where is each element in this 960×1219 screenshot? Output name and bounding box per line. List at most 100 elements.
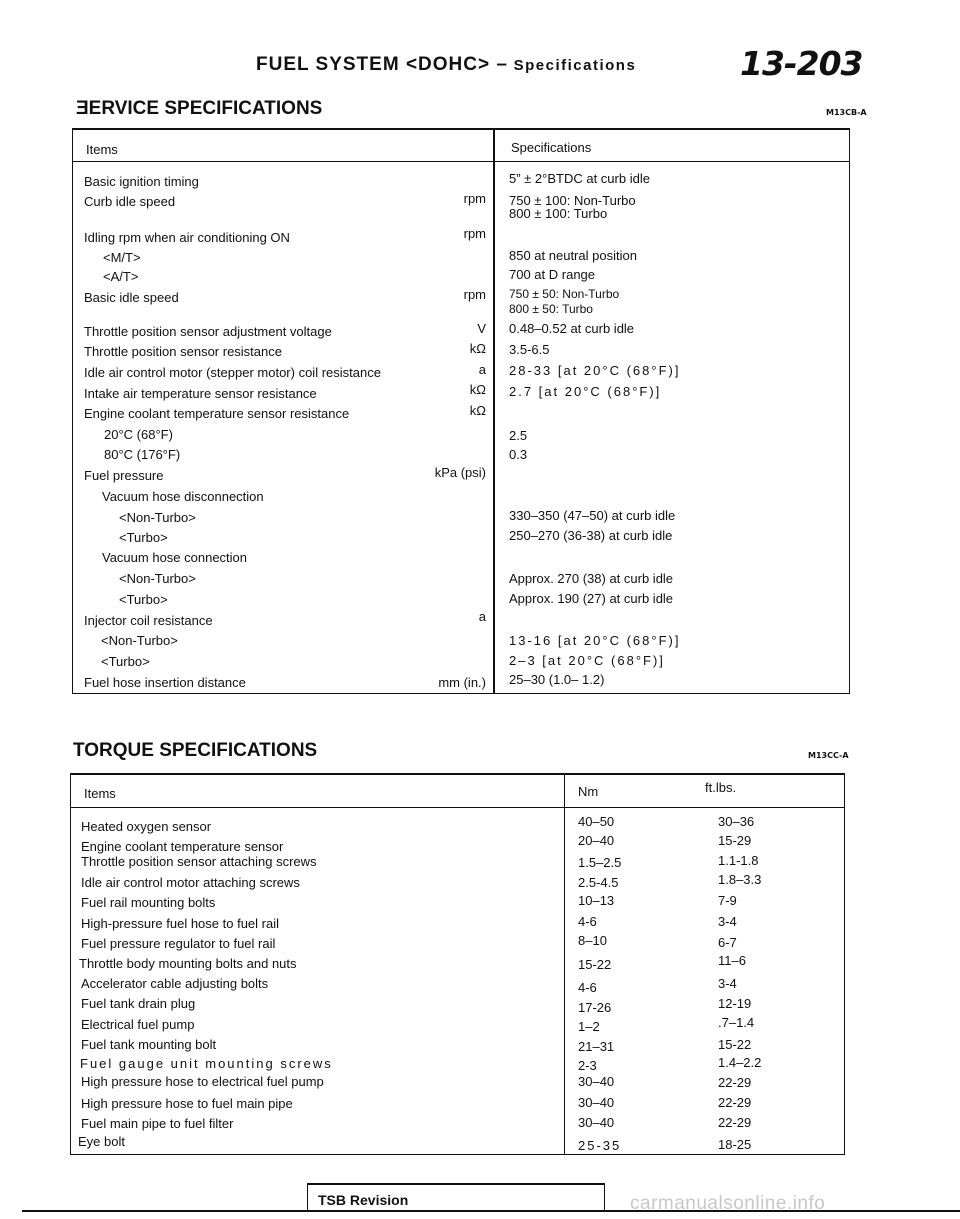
service-spec: 800 ± 100: Turbo [509, 206, 608, 221]
torque-item: Engine coolant temperature sensor [81, 839, 284, 854]
torque-nm: 15-22 [578, 957, 612, 972]
torque-col-items: Items [84, 786, 116, 801]
service-spec: 28-33 [at 20°C (68°F)] [509, 363, 681, 378]
service-item: Injector coil resistance [84, 613, 213, 628]
footer-rule [22, 1210, 960, 1212]
torque-ftlbs: 22-29 [718, 1115, 752, 1130]
service-item: <M/T> [103, 250, 141, 265]
service-spec: 13-16 [at 20°C (68°F)] [509, 633, 681, 648]
service-item: Basic idle speed [84, 290, 179, 305]
service-item: Throttle position sensor adjustment volt… [84, 324, 332, 339]
service-unit: rpm [463, 226, 486, 241]
torque-col-ftlbs: ft.lbs. [705, 780, 737, 795]
torque-table-header-rule [70, 807, 845, 808]
torque-nm: 2.5-4.5 [578, 875, 619, 890]
service-spec: 2.5 [509, 428, 528, 443]
torque-item: Fuel pressure regulator to fuel rail [81, 936, 276, 951]
service-item: Idle air control motor (stepper motor) c… [84, 365, 381, 380]
service-spec: 850 at neutral position [509, 248, 637, 263]
service-spec: 3.5-6.5 [509, 342, 550, 357]
torque-item: Throttle position sensor attaching screw… [81, 854, 317, 869]
service-spec: 700 at D range [509, 267, 596, 282]
torque-nm: 20–40 [578, 833, 615, 848]
service-item: Intake air temperature sensor resistance [84, 386, 317, 401]
torque-nm: 2-3 [578, 1058, 597, 1073]
torque-nm: 30–40 [578, 1074, 615, 1089]
service-item: Vacuum hose disconnection [102, 489, 264, 504]
torque-item: Fuel gauge unit mounting screws [80, 1056, 333, 1071]
torque-nm: 8–10 [578, 933, 607, 948]
service-col-items: Items [86, 142, 118, 157]
service-unit: V [477, 321, 486, 336]
torque-nm: 30–40 [578, 1095, 615, 1110]
service-spec: 25–30 (1.0– 1.2) [509, 672, 605, 687]
service-item: <Non-Turbo> [119, 571, 196, 586]
service-item: Engine coolant temperature sensor resist… [84, 406, 350, 421]
service-item: Basic ignition timing [84, 174, 199, 189]
service-item: <Turbo> [101, 654, 150, 669]
service-item: <A/T> [103, 269, 139, 284]
service-table-bottom-rule [72, 693, 850, 694]
torque-item: Fuel main pipe to fuel filter [81, 1116, 234, 1131]
torque-specs-code: M13CC-A [808, 751, 849, 760]
torque-nm: 1.5–2.5 [578, 855, 622, 870]
torque-ftlbs: 1.8–3.3 [718, 872, 762, 887]
torque-ftlbs: .7–1.4 [718, 1015, 755, 1030]
service-spec: 330–350 (47–50) at curb idle [509, 508, 676, 523]
service-item: Fuel hose insertion distance [84, 675, 246, 690]
torque-table-right-rule [844, 773, 845, 1155]
title-dash: – [496, 54, 508, 75]
service-spec: 250–270 (36-38) at curb idle [509, 528, 673, 543]
torque-item: High pressure hose to fuel main pipe [81, 1096, 293, 1111]
torque-ftlbs: 15-29 [718, 833, 752, 848]
torque-ftlbs: 6-7 [718, 935, 737, 950]
service-table-header-rule [72, 161, 850, 162]
service-unit: rpm [463, 287, 486, 302]
torque-item: Fuel tank mounting bolt [81, 1037, 217, 1052]
service-item: <Turbo> [119, 530, 168, 545]
service-table-top-rule [72, 128, 850, 130]
torque-table-top-rule [70, 773, 845, 775]
torque-nm: 4-6 [578, 980, 597, 995]
service-spec: Approx. 190 (27) at curb idle [509, 591, 674, 606]
service-spec: 800 ± 50: Turbo [509, 302, 593, 316]
torque-item: Idle air control motor attaching screws [81, 875, 300, 890]
torque-ftlbs: 3-4 [718, 976, 737, 991]
torque-nm: 21–31 [578, 1039, 615, 1054]
torque-item: High-pressure fuel hose to fuel rail [81, 916, 279, 931]
service-spec: 2.7 [at 20°C (68°F)] [509, 384, 662, 399]
tsb-revision-box: TSB Revision [307, 1183, 605, 1212]
torque-item: Heated oxygen sensor [81, 819, 212, 834]
torque-ftlbs: 12-19 [718, 996, 752, 1011]
torque-ftlbs: 3-4 [718, 914, 737, 929]
torque-nm: 10–13 [578, 893, 615, 908]
title-subtitle: Specifications [507, 57, 637, 74]
torque-ftlbs: 22-29 [718, 1075, 752, 1090]
service-spec: Approx. 270 (38) at curb idle [509, 571, 674, 586]
torque-item: Eye bolt [78, 1134, 125, 1149]
service-item: Fuel pressure [84, 468, 164, 483]
watermark: carmanualsonline.info [630, 1193, 826, 1214]
service-item: 80°C (176°F) [104, 447, 181, 462]
service-table-left-rule [72, 128, 73, 694]
torque-table-divider [564, 773, 565, 1155]
torque-ftlbs: 22-29 [718, 1095, 752, 1110]
service-table-divider [493, 128, 495, 694]
torque-ftlbs: 18-25 [718, 1137, 752, 1152]
service-spec: 0.48–0.52 at curb idle [509, 321, 635, 336]
service-unit: a [478, 609, 486, 624]
torque-ftlbs: 30–36 [718, 814, 755, 829]
tsb-revision-label: TSB Revision [318, 1192, 409, 1208]
service-item: Curb idle speed [84, 194, 176, 209]
service-unit: kPa (psi) [434, 465, 486, 480]
torque-item: Throttle body mounting bolts and nuts [79, 956, 297, 971]
service-unit: rpm [463, 191, 486, 206]
title-text: FUEL SYSTEM <DOHC> [256, 54, 497, 75]
torque-col-nm: Nm [578, 784, 599, 799]
torque-specs-heading: TORQUE SPECIFICATIONS [73, 740, 318, 761]
torque-ftlbs: 7-9 [718, 893, 737, 908]
page-title: FUEL SYSTEM <DOHC> – Specifications [256, 54, 636, 76]
service-unit: kΩ [469, 341, 486, 356]
service-spec: 750 ± 100: Non-Turbo [509, 193, 636, 208]
service-item: Idling rpm when air conditioning ON [84, 230, 290, 245]
